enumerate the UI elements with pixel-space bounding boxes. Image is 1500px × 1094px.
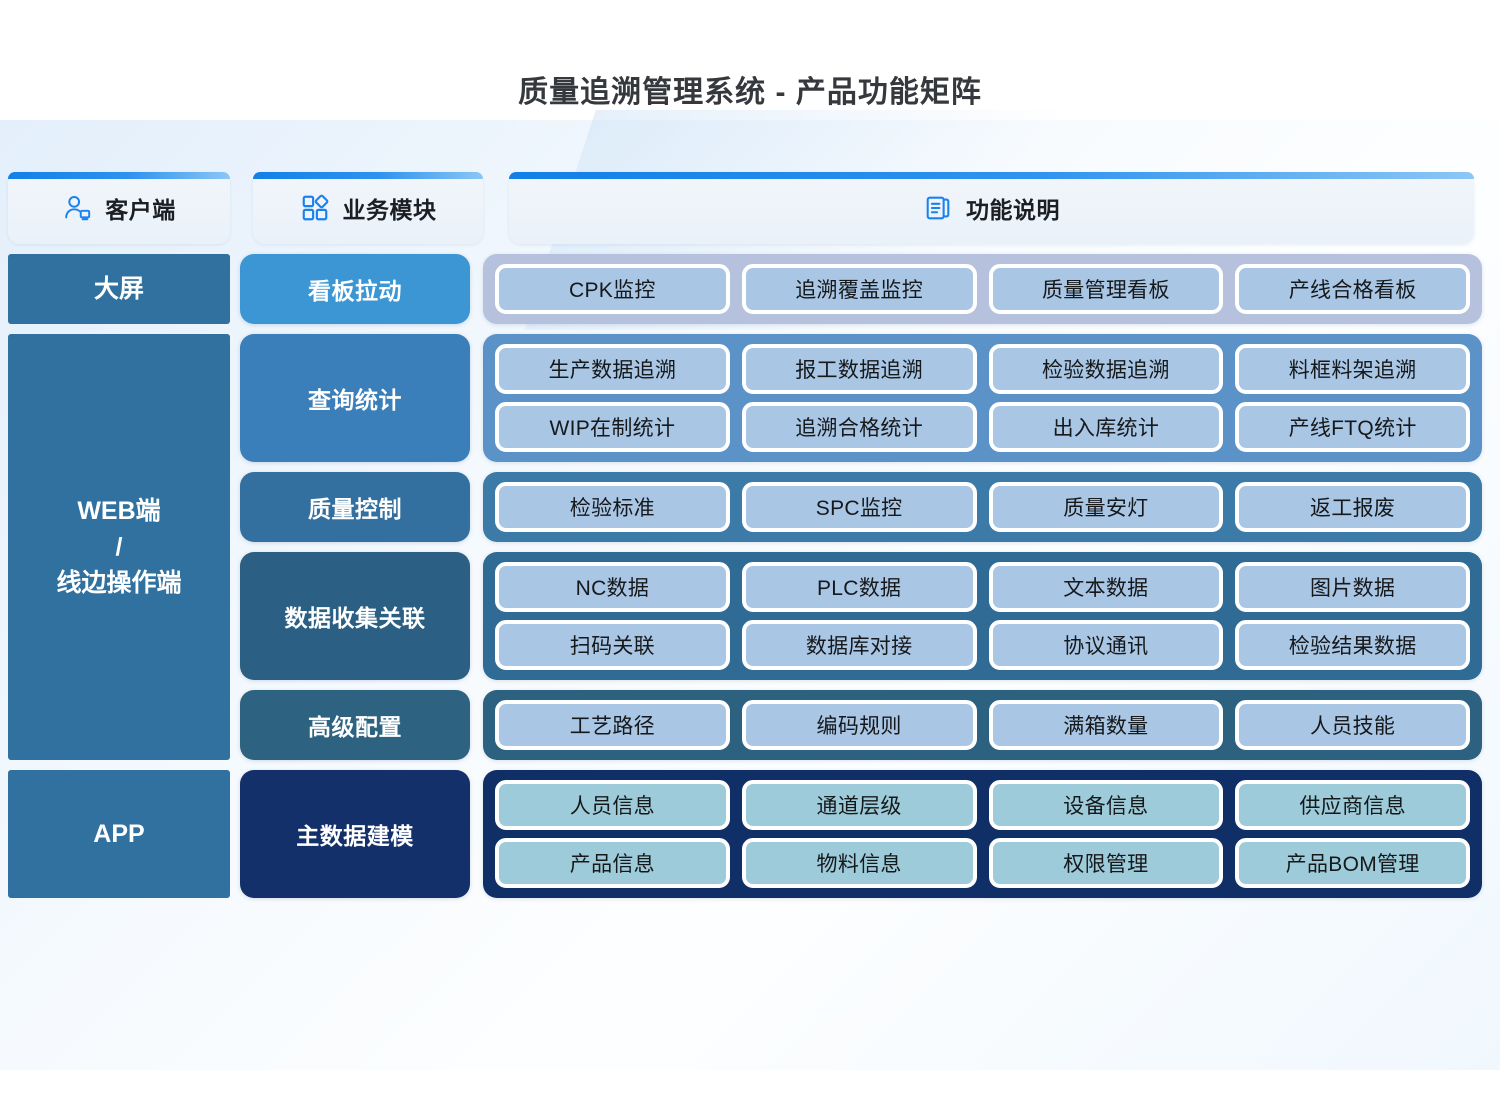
- matrix-row: 主数据建模人员信息通道层级设备信息供应商信息产品信息物料信息权限管理产品BOM管…: [240, 770, 1482, 898]
- function-chip[interactable]: 供应商信息: [1235, 780, 1470, 830]
- function-chip-line: CPK监控追溯覆盖监控质量管理看板产线合格看板: [495, 264, 1470, 314]
- function-chip[interactable]: 编码规则: [741, 700, 977, 750]
- function-chip[interactable]: 扫码关联: [495, 620, 730, 670]
- module-function-rows: 看板拉动 CPK监控追溯覆盖监控质量管理看板产线合格看板查询统计 生产数据追溯报工数…: [240, 254, 1482, 898]
- function-cell: 人员信息通道层级设备信息供应商信息产品信息物料信息权限管理产品BOM管理: [483, 770, 1482, 898]
- function-chip[interactable]: 人员信息: [495, 780, 730, 830]
- user-screen-icon: [62, 193, 92, 223]
- function-chip-line: 人员信息通道层级设备信息供应商信息: [495, 780, 1470, 830]
- function-chip[interactable]: 检验数据追溯: [988, 344, 1224, 394]
- matrix-row: 高级配置 工艺路径编码规则满箱数量人员技能: [240, 690, 1482, 760]
- client-column: 大屏 WEB端 / 线边操作端 APP: [8, 254, 230, 898]
- module-label: 主数据建模: [296, 823, 414, 849]
- function-chip[interactable]: 产线FTQ统计: [1235, 402, 1470, 452]
- page-title: 质量追溯管理系统 - 产品功能矩阵: [518, 76, 982, 109]
- module-cell[interactable]: 数据收集关联: [240, 552, 470, 680]
- function-chip[interactable]: 物料信息: [741, 838, 977, 888]
- function-chip[interactable]: 产线合格看板: [1235, 264, 1470, 314]
- header-function[interactable]: 功能说明: [509, 172, 1474, 244]
- function-cell: 工艺路径编码规则满箱数量人员技能: [483, 690, 1482, 760]
- function-chip[interactable]: 追溯合格统计: [741, 402, 977, 452]
- module-cell[interactable]: 查询统计: [240, 334, 470, 462]
- module-cell[interactable]: 质量控制: [240, 472, 470, 542]
- module-label: 看板拉动: [308, 278, 402, 304]
- matrix-row: 看板拉动 CPK监控追溯覆盖监控质量管理看板产线合格看板: [240, 254, 1482, 324]
- function-cell: CPK监控追溯覆盖监控质量管理看板产线合格看板: [483, 254, 1482, 324]
- module-cell[interactable]: 看板拉动: [240, 254, 470, 324]
- function-chip[interactable]: WIP在制统计: [495, 402, 730, 452]
- matrix-header-row: 客户端 业务模块: [0, 172, 1500, 244]
- function-chip[interactable]: PLC数据: [741, 562, 977, 612]
- module-label: 数据收集关联: [284, 605, 426, 631]
- function-chip[interactable]: 报工数据追溯: [741, 344, 977, 394]
- header-module-label: 业务模块: [342, 197, 437, 223]
- function-chip[interactable]: 通道层级: [741, 780, 977, 830]
- function-chip-line: 产品信息物料信息权限管理产品BOM管理: [495, 838, 1470, 888]
- function-chip[interactable]: NC数据: [495, 562, 730, 612]
- function-chip[interactable]: 数据库对接: [741, 620, 977, 670]
- function-chip[interactable]: 出入库统计: [988, 402, 1224, 452]
- header-client-label: 客户端: [105, 197, 176, 223]
- client-label: APP: [93, 819, 145, 848]
- client-label: WEB端 / 线边操作端: [56, 496, 182, 598]
- client-card[interactable]: 大屏: [8, 254, 230, 324]
- function-chip[interactable]: 产品信息: [495, 838, 730, 888]
- function-cell: 生产数据追溯报工数据追溯检验数据追溯料框料架追溯 WIP在制统计追溯合格统计出入库…: [483, 334, 1482, 462]
- function-chip[interactable]: 权限管理: [988, 838, 1224, 888]
- module-cell[interactable]: 高级配置: [240, 690, 470, 760]
- function-chip[interactable]: 追溯覆盖监控: [741, 264, 977, 314]
- function-chip[interactable]: CPK监控: [495, 264, 730, 314]
- header-module[interactable]: 业务模块: [253, 172, 483, 244]
- header-function-label: 功能说明: [966, 197, 1060, 223]
- function-chip[interactable]: 检验结果数据: [1235, 620, 1470, 670]
- function-chip[interactable]: 文本数据: [988, 562, 1224, 612]
- function-chip[interactable]: 生产数据追溯: [495, 344, 730, 394]
- function-chip[interactable]: 工艺路径: [495, 700, 730, 750]
- function-chip-line: 生产数据追溯报工数据追溯检验数据追溯料框料架追溯: [495, 344, 1470, 394]
- module-label: 查询统计: [308, 387, 402, 413]
- function-chip[interactable]: 质量管理看板: [988, 264, 1224, 314]
- function-chip[interactable]: 人员技能: [1235, 700, 1470, 750]
- function-chip[interactable]: 设备信息: [988, 780, 1224, 830]
- module-label: 质量控制: [308, 496, 402, 522]
- function-chip-line: WIP在制统计追溯合格统计出入库统计产线FTQ统计: [495, 402, 1470, 452]
- module-cell[interactable]: 主数据建模: [240, 770, 470, 898]
- function-chip[interactable]: 检验标准: [495, 482, 730, 532]
- function-chip[interactable]: 图片数据: [1235, 562, 1470, 612]
- client-card[interactable]: APP: [8, 770, 230, 898]
- module-label: 高级配置: [308, 714, 402, 740]
- client-label: 大屏: [93, 274, 144, 303]
- function-chip[interactable]: SPC监控: [741, 482, 977, 532]
- function-chip[interactable]: 满箱数量: [988, 700, 1224, 750]
- grid-modules-icon: [300, 193, 330, 223]
- function-chip[interactable]: 产品BOM管理: [1235, 838, 1470, 888]
- function-chip[interactable]: 质量安灯: [988, 482, 1224, 532]
- function-chip[interactable]: 协议通讯: [988, 620, 1224, 670]
- function-chip-line: 扫码关联数据库对接协议通讯检验结果数据: [495, 620, 1470, 670]
- header-client[interactable]: 客户端: [8, 172, 230, 244]
- client-card[interactable]: WEB端 / 线边操作端: [8, 334, 230, 760]
- matrix-row: 查询统计 生产数据追溯报工数据追溯检验数据追溯料框料架追溯 WIP在制统计追溯合格统…: [240, 334, 1482, 462]
- function-matrix: 客户端 业务模块: [0, 172, 1500, 898]
- function-chip[interactable]: 返工报废: [1235, 482, 1470, 532]
- function-chip[interactable]: 料框料架追溯: [1235, 344, 1470, 394]
- function-chip-line: 工艺路径编码规则满箱数量人员技能: [495, 700, 1470, 750]
- document-pages-icon: [923, 193, 953, 223]
